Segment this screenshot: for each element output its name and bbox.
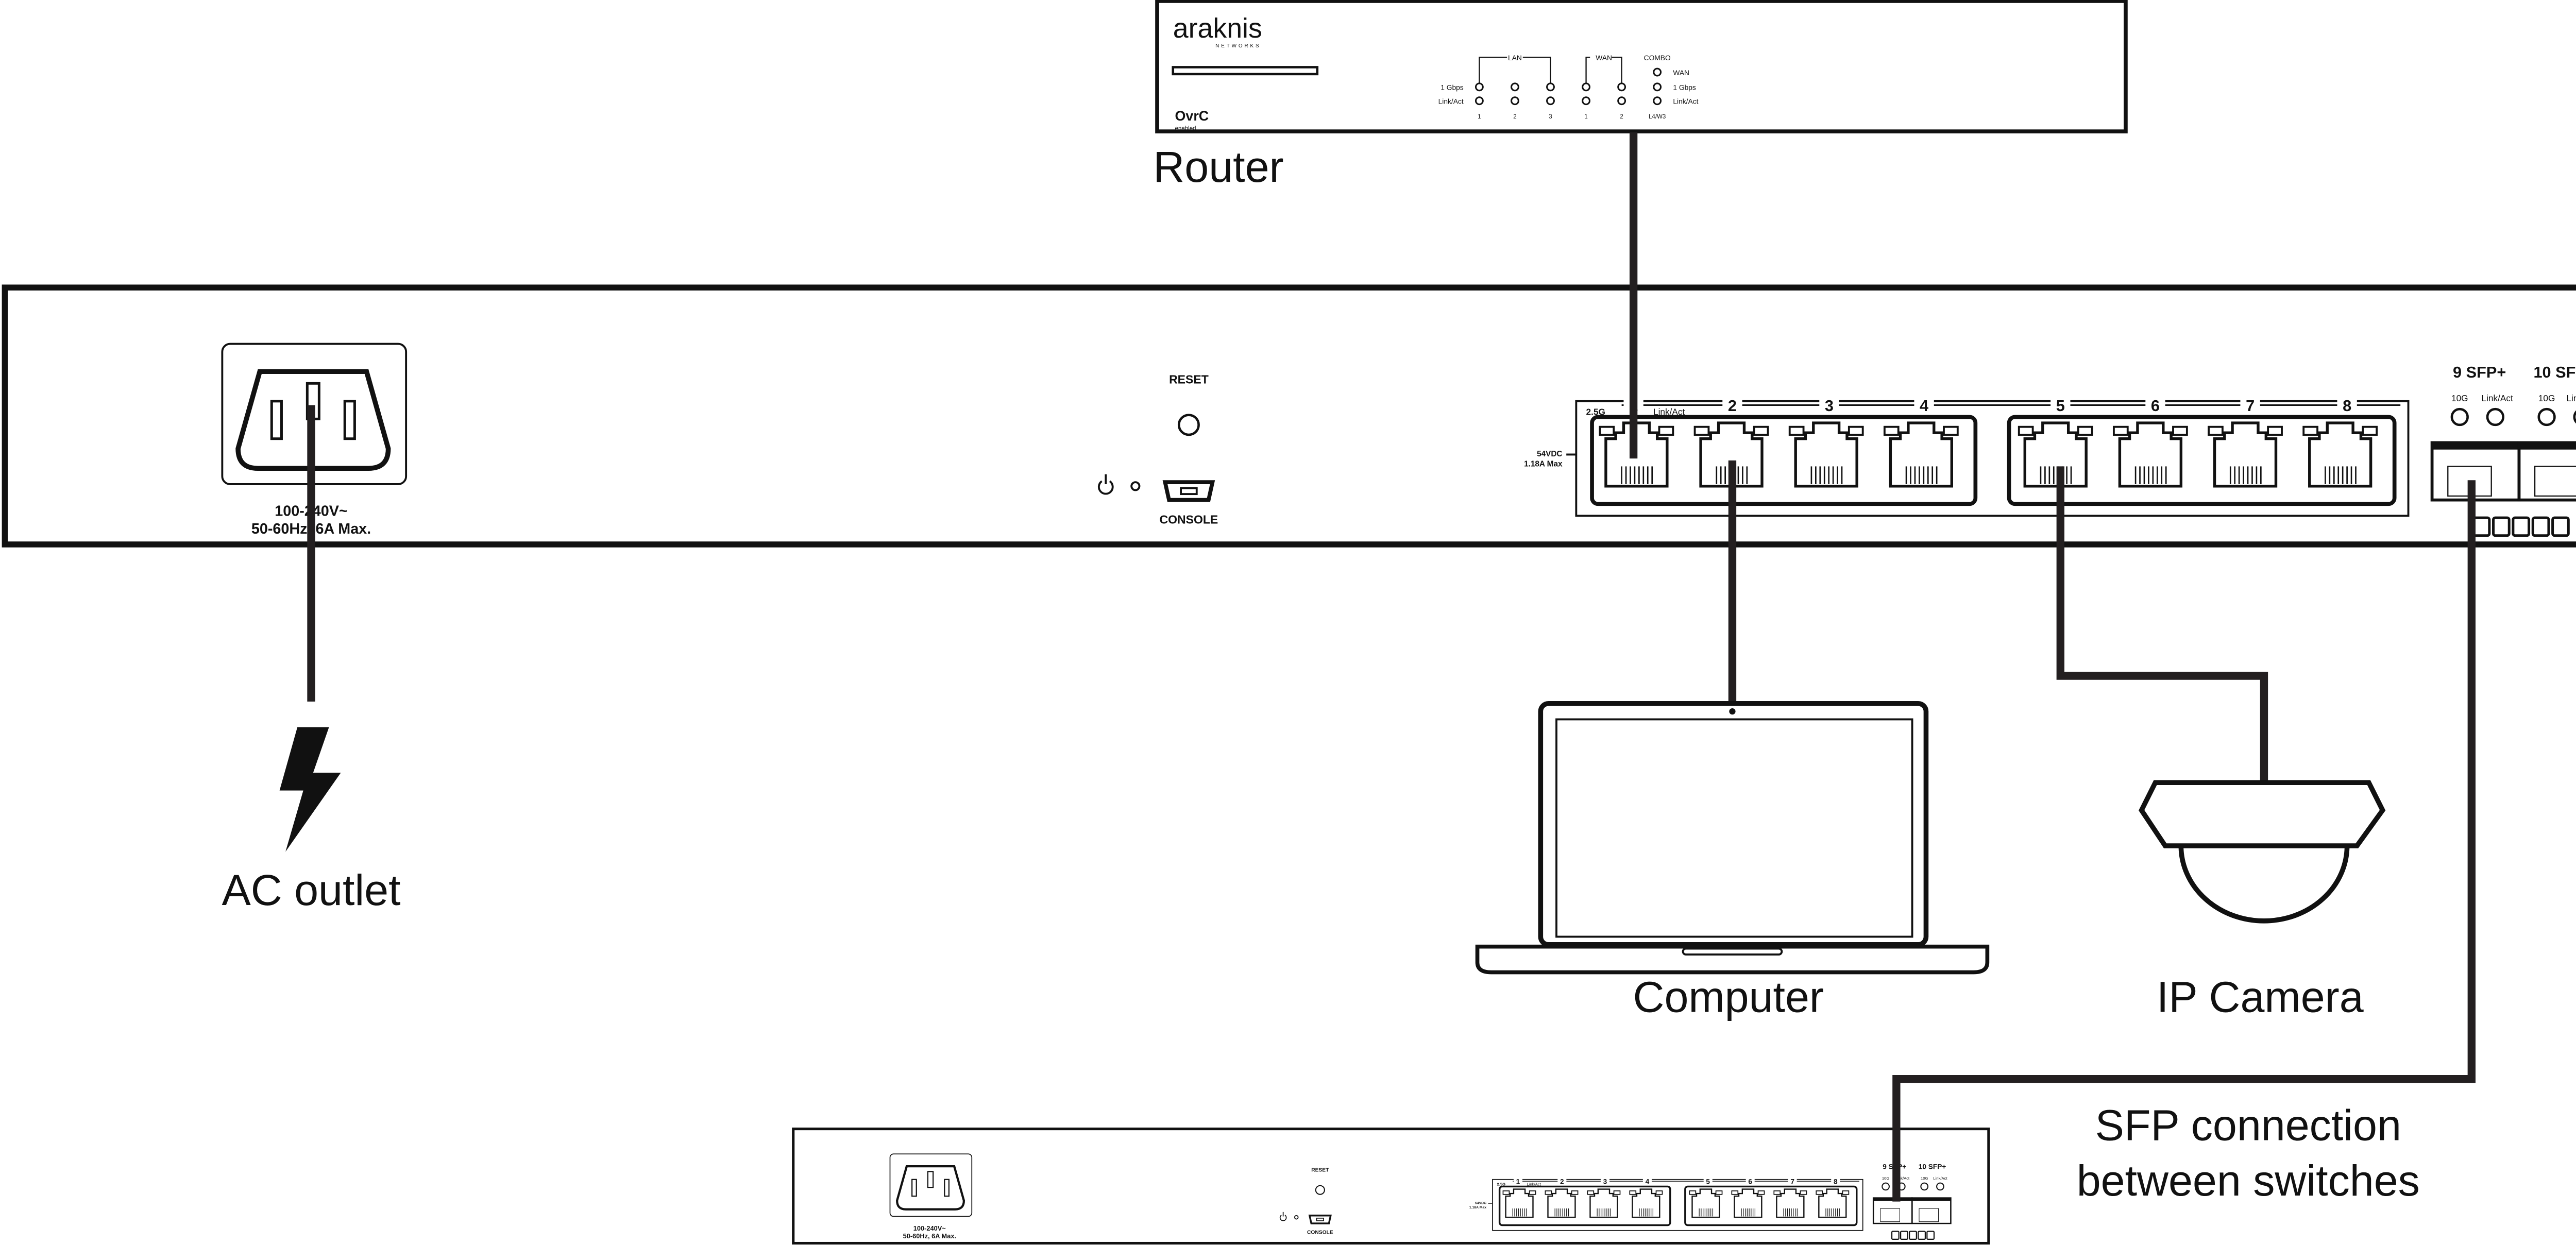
sfp-connection-label-line1: SFP connection	[2095, 1101, 2401, 1150]
router-slot	[1172, 66, 1319, 76]
port-number-label: 4	[1920, 397, 1928, 415]
sfp10-link-led	[2573, 410, 2576, 424]
router-port-number: 1	[1478, 114, 1481, 120]
ethernet-port-8[interactable]	[2302, 421, 2378, 488]
router-combo-wan: WAN	[1673, 69, 1689, 77]
router-combo-label: COMBO	[1644, 54, 1671, 62]
router-port-number: 1	[1584, 114, 1587, 120]
router-lan-label: LAN	[1508, 54, 1522, 62]
status-led-square	[2512, 516, 2531, 537]
router-led	[1511, 82, 1519, 92]
router-led	[1653, 82, 1662, 92]
poe-rating-line1: 54VDC	[1537, 450, 1562, 458]
status-led-square	[2531, 516, 2550, 537]
ethernet-port-4[interactable]	[1883, 421, 1959, 488]
ethernet-port-5[interactable]	[2018, 421, 2093, 488]
ethernet-port-1[interactable]	[1599, 421, 1674, 488]
router-label: Router	[1153, 143, 1283, 191]
router-row-link: Link/Act	[1438, 97, 1464, 105]
router-port-number: 2	[1620, 114, 1623, 120]
router: araknis NETWORKS OvrC enabled LAN WAN CO…	[1155, 0, 2128, 133]
port-number-label: 7	[2246, 397, 2255, 415]
router-brand-logo: araknis	[1173, 13, 1262, 44]
router-combo-wan-led	[1653, 67, 1662, 77]
router-port-number: 3	[1549, 114, 1552, 120]
router-port-number: L4/W3	[1649, 114, 1666, 120]
port-number-label: 3	[1825, 397, 1834, 415]
port-number-label: 2	[1728, 397, 1737, 415]
ip-camera-icon	[2139, 780, 2386, 924]
computer-label: Computer	[1633, 973, 1824, 1021]
poe-rating-line2: 1.18A Max	[1524, 459, 1563, 468]
port-speed-label: 2.5G	[1586, 407, 1605, 417]
reset-button[interactable]	[1177, 414, 1200, 436]
ip-camera-label: IP Camera	[2157, 973, 2364, 1021]
sfp-port-10[interactable]	[2517, 441, 2576, 502]
ovrc-logo: OvrC	[1175, 108, 1209, 124]
sfp9-speed-led-label: 10G	[2451, 393, 2468, 403]
router-led	[1546, 96, 1555, 106]
router-led	[1511, 96, 1519, 106]
status-led-square	[2472, 516, 2491, 537]
sfp9-speed-led	[2450, 407, 2469, 427]
lightning-bolt-icon	[279, 727, 341, 852]
power-icon	[1097, 474, 1114, 495]
port-area-frame	[1575, 400, 2410, 517]
ac-outlet-label: AC outlet	[222, 866, 400, 914]
router-led	[1617, 82, 1626, 92]
second-switch	[793, 1129, 1989, 1243]
power-led	[1130, 481, 1141, 491]
router-brand-sub: NETWORKS	[1215, 43, 1261, 49]
ethernet-port-6[interactable]	[2112, 421, 2188, 488]
sfp10-link-led-label: Link/Act	[2566, 393, 2576, 403]
sfp9-link-led	[2486, 407, 2504, 427]
cable-sfp-between-switches	[1892, 480, 2476, 1202]
router-combo-link: Link/Act	[1673, 97, 1698, 105]
router-led	[1546, 82, 1555, 92]
cable-port5-to-camera	[2056, 466, 2268, 783]
sfp9-link-led-label: Link/Act	[2482, 393, 2514, 403]
port-number-label: 8	[2343, 397, 2351, 415]
sfp9-label: 9 SFP+	[2453, 363, 2506, 381]
router-led	[1582, 96, 1590, 106]
port-group-1-4	[1590, 415, 1978, 506]
port-group-5-8	[2007, 415, 2397, 506]
reset-label: RESET	[1169, 372, 1209, 386]
router-led	[1475, 82, 1484, 92]
port-number-label: 6	[2151, 397, 2160, 415]
router-row-speed: 1 Gbps	[1440, 83, 1464, 92]
router-led	[1653, 96, 1662, 106]
router-port-number: 2	[1513, 114, 1516, 120]
switch: 100-240V~ 50-60Hz, 6A Max. RESET CONSOLE…	[2, 284, 2576, 548]
sfp10-label: 10 SFP+	[2533, 363, 2576, 381]
status-led-square	[2551, 516, 2570, 537]
ovrc-sub: enabled	[1175, 126, 1196, 132]
link-act-label: Link/Act	[1653, 407, 1685, 417]
console-port[interactable]	[1162, 480, 1215, 502]
router-wan-label: WAN	[1596, 54, 1612, 62]
router-led	[1617, 96, 1626, 106]
computer-laptop-icon	[1475, 701, 1990, 975]
status-led-square	[2492, 516, 2511, 537]
router-combo-speed: 1 Gbps	[1673, 83, 1696, 92]
console-label: CONSOLE	[1160, 513, 1218, 526]
ethernet-port-7[interactable]	[2208, 421, 2283, 488]
port-number-label: 5	[2056, 397, 2065, 415]
ethernet-port-3[interactable]	[1788, 421, 1864, 488]
router-led	[1475, 96, 1484, 106]
sfp10-speed-led	[2537, 407, 2556, 427]
sfp-connection-label-line2: between switches	[2077, 1156, 2420, 1205]
sfp10-speed-led-label: 10G	[2538, 393, 2555, 403]
router-led	[1582, 82, 1590, 92]
